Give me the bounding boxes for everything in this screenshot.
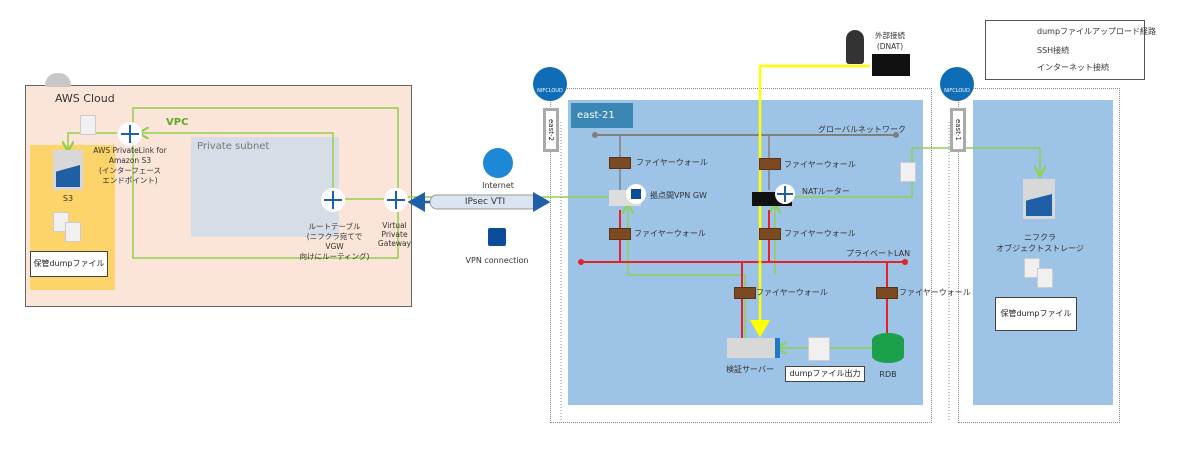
- vpc-boundary: [132, 107, 399, 259]
- object-storage-icon: [1023, 179, 1055, 219]
- nat-router-icon: [775, 184, 795, 204]
- private-subnet-label: Private subnet: [197, 141, 270, 152]
- vpn-connection-label: VPN connection: [465, 256, 529, 265]
- firewall-icon: [876, 287, 898, 299]
- s3-dump-box: 保管dumpファイル: [30, 251, 108, 277]
- legend-internet-label: インターネット接続: [1037, 63, 1109, 72]
- firewall-label: ファイヤーウォール: [899, 288, 971, 297]
- storage-dump-box: 保管dumpファイル: [995, 297, 1077, 331]
- s3-bucket-icon: [53, 150, 83, 190]
- aws-cloud-label: AWS Cloud: [55, 92, 115, 105]
- zone-tag-east1: east-1: [950, 108, 966, 152]
- legend: [985, 20, 1145, 80]
- firewall-icon: [609, 228, 631, 240]
- vpn-lock-icon: [488, 228, 506, 246]
- zone-tag-east2: east-2: [543, 108, 559, 152]
- vgw-icon: [384, 188, 408, 212]
- legend-upload-label: dumpファイルアップロード経路: [1037, 27, 1157, 36]
- rdb-label: RDB: [879, 370, 897, 379]
- east1-region: [973, 100, 1113, 405]
- legend-ssh-label: SSH接続: [1037, 46, 1070, 55]
- ipsec-label: IPsec VTI: [464, 197, 506, 207]
- firewall-icon: [734, 287, 756, 299]
- dump-file-icon: [65, 222, 81, 242]
- dump-file-icon: [900, 162, 916, 182]
- dump-file-icon: [1037, 268, 1053, 288]
- private-subnet: [191, 137, 339, 237]
- nat-router-label: NATルーター: [802, 187, 850, 196]
- upload-path-vpc: [140, 133, 334, 199]
- firewall-icon: [609, 157, 631, 169]
- nifcloud-zone-east2: [550, 88, 932, 423]
- dump-file-icon: [808, 337, 830, 361]
- vpn-gw-label: 拠点間VPN GW: [650, 191, 707, 200]
- s3-label: S3: [62, 194, 74, 203]
- upload-path-lan: [628, 274, 746, 345]
- firewall-label: ファイヤーウォール: [636, 158, 708, 167]
- privatelink-router-icon: [118, 122, 142, 146]
- dump-file-icon: [80, 115, 96, 135]
- firewall-icon: [759, 228, 781, 240]
- verification-server-icon: [727, 338, 780, 358]
- firewall-label: ファイヤーウォール: [784, 160, 856, 169]
- verification-server-label: 検証サーバー: [726, 365, 774, 374]
- nifcloud-logo-east2: NIFCLOUD: [533, 67, 567, 101]
- route-table-icon: [321, 188, 345, 212]
- upload-path-storage: [790, 147, 1040, 198]
- aws-cloud-icon: [45, 73, 71, 87]
- user-icon: [846, 30, 864, 64]
- nifcloud-zone-east1: [958, 88, 1120, 423]
- rdb-database-icon: [872, 333, 904, 363]
- vpc-label: VPC: [166, 117, 189, 128]
- dump-output-box: dumpファイル出力: [785, 366, 865, 382]
- internet-globe-icon: [483, 148, 513, 178]
- private-lan-label: プライベートLAN: [846, 249, 911, 258]
- internet-label: Internet: [482, 181, 514, 190]
- firewall-label: ファイヤーウォール: [756, 288, 828, 297]
- object-storage-label: ニフクラオブジェクトストレージ: [996, 233, 1084, 253]
- firewall-label: ファイヤーウォール: [634, 229, 706, 238]
- firewall-label: ファイヤーウォール: [784, 229, 856, 238]
- firewall-icon: [759, 158, 781, 170]
- ssh-path: [750, 64, 870, 338]
- external-label: 外部接続(DNAT): [875, 31, 905, 51]
- nifcloud-logo-east1: NIFCLOUD: [940, 67, 974, 101]
- upload-path-s3: [68, 132, 117, 150]
- laptop-icon: [872, 54, 910, 76]
- east21-tag: east-21: [571, 103, 633, 128]
- global-network-label: グローバルネットワーク: [818, 125, 906, 134]
- vpn-gw-lock-icon: [626, 184, 646, 204]
